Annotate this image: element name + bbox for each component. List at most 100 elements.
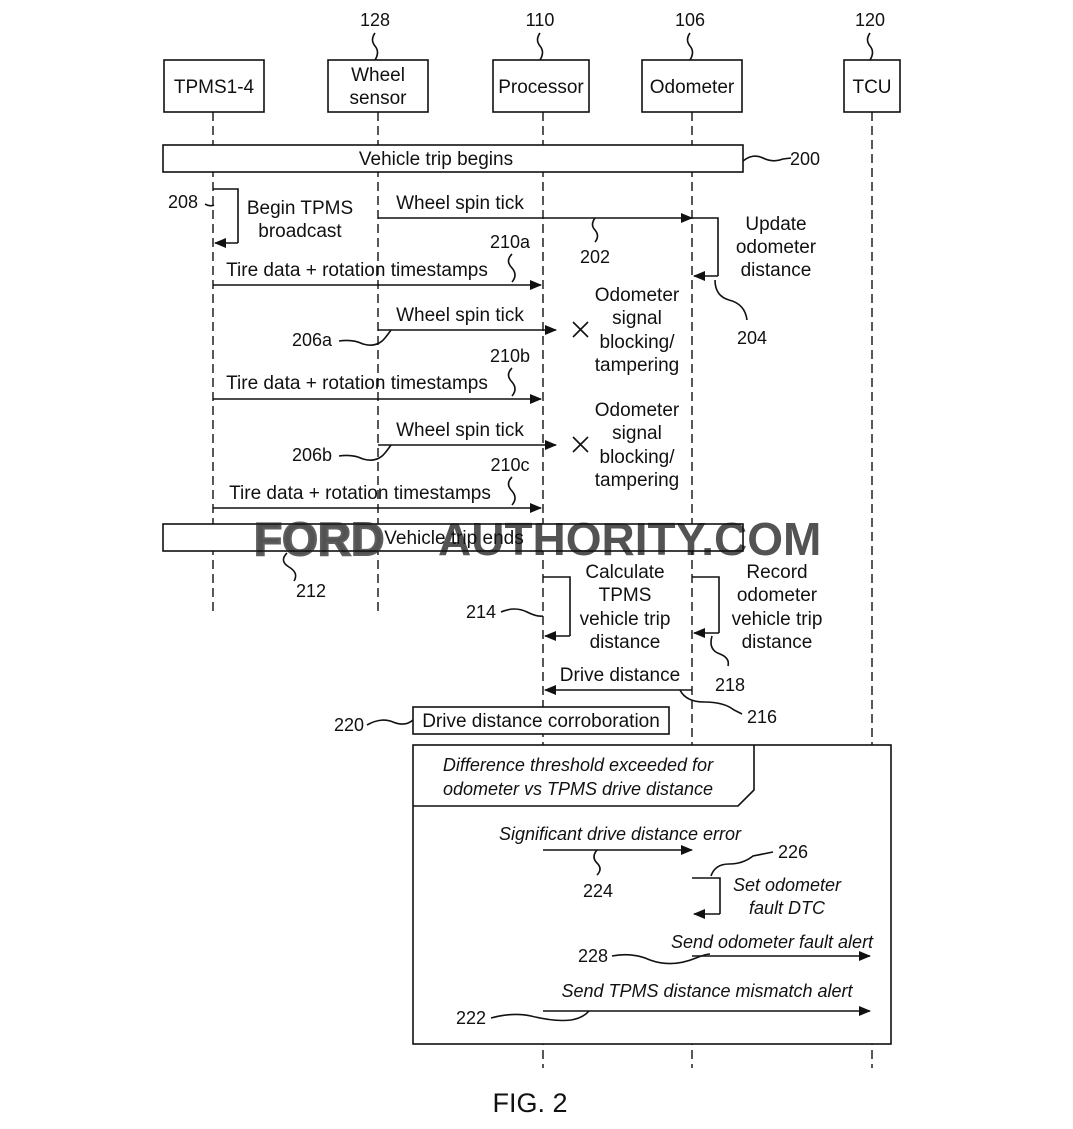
ref-label: 218 [715, 675, 745, 695]
self-action-label: TPMS [599, 585, 652, 606]
blocked-icon [572, 321, 589, 338]
ref-label: 204 [737, 328, 767, 348]
self-action-calc-tpms: Calculate TPMS vehicle trip distance 214 [466, 562, 670, 653]
figure-label: FIG. 2 [492, 1088, 567, 1118]
message-tick-1: Wheel spin tick 202 [378, 193, 693, 267]
message-label: Wheel spin tick [396, 305, 524, 326]
ref-label: 202 [580, 247, 610, 267]
participant-label: Wheel [351, 65, 405, 86]
participant-wheel-sensor: 128 Wheel sensor [327, 10, 429, 113]
message-label: Significant drive distance error [499, 824, 742, 844]
self-action-label: Record [746, 562, 807, 583]
frame-trip-ends: Vehicle trip ends 212 [162, 523, 744, 601]
ref-label: 216 [747, 707, 777, 727]
condition-block: Difference threshold exceeded for odomet… [412, 744, 892, 1045]
participant-processor: 110 Processor [492, 10, 590, 113]
message-drive-distance: Drive distance 216 [544, 665, 777, 727]
participant-odometer: 106 Odometer [641, 10, 743, 113]
ref-label: 206b [292, 445, 332, 465]
message-label: Tire data + rotation timestamps [226, 260, 488, 281]
participant-label: Odometer [650, 77, 735, 98]
condition-label: Difference threshold exceeded for [443, 755, 714, 775]
frame-ref: 200 [790, 149, 820, 169]
self-action-label: Update [745, 214, 806, 235]
self-action-label: vehicle trip [580, 609, 671, 630]
ref-label: 220 [334, 715, 364, 735]
self-action-label: Set odometer [733, 875, 842, 895]
frame-trip-begins: Vehicle trip begins 200 [162, 144, 820, 173]
participant-label: TCU [852, 77, 891, 98]
self-action-update-odometer: Update odometer distance 204 [692, 214, 817, 348]
message-label: Wheel spin tick [396, 420, 524, 441]
participant-ref: 128 [360, 10, 390, 30]
message-label: Send TPMS distance mismatch alert [561, 981, 853, 1001]
note-label: tampering [595, 355, 680, 376]
message-label: Wheel spin tick [396, 193, 524, 214]
self-action-label: odometer [736, 237, 817, 258]
ref-label: 206a [292, 330, 333, 350]
participant-label: TPMS1-4 [174, 77, 255, 98]
watermark-authority: AUTHORITY.COM [438, 513, 821, 565]
message-tire-data-1: 210a Tire data + rotation timestamps [213, 232, 542, 290]
message-label: Send odometer fault alert [671, 932, 874, 952]
note-label: Odometer [595, 285, 680, 306]
ref-label: 226 [778, 842, 808, 862]
ref-label: 228 [578, 946, 608, 966]
message-tire-data-3: 210c Tire data + rotation timestamps [213, 455, 542, 513]
ref-label: 208 [168, 192, 198, 212]
message-distance-error: Significant drive distance error 224 [499, 824, 742, 901]
participant-ref: 120 [855, 10, 885, 30]
blocked-icon [572, 436, 589, 453]
participant-ref: 110 [526, 10, 555, 30]
frame-ref: 212 [296, 581, 326, 601]
ref-label: 214 [466, 602, 496, 622]
ref-label: 222 [456, 1008, 486, 1028]
self-action-label: broadcast [258, 221, 342, 242]
message-odometer-alert: Send odometer fault alert 228 [578, 932, 874, 966]
note-label: blocking/ [600, 332, 676, 353]
ref-label: 224 [583, 881, 613, 901]
participant-label: sensor [349, 88, 407, 109]
self-action-label: fault DTC [749, 898, 826, 918]
self-action-label: distance [741, 260, 812, 281]
message-tick-2: Wheel spin tick 206a [292, 305, 589, 350]
watermark-ford: FORD [254, 513, 384, 565]
message-tire-data-2: 210b Tire data + rotation timestamps [213, 346, 542, 404]
self-action-label: Calculate [585, 562, 664, 583]
self-action-begin-tpms: 208 Begin TPMS broadcast [168, 188, 353, 248]
self-action-label: Begin TPMS [247, 198, 353, 219]
self-action-label: odometer [737, 585, 818, 606]
ref-label: 210b [490, 346, 530, 366]
note-label: blocking/ [600, 447, 676, 468]
ref-label: 210c [490, 455, 529, 475]
note-blocking-2: Odometer signal blocking/ tampering [595, 400, 680, 491]
corroboration-label: Drive distance corroboration [422, 711, 660, 732]
message-tpms-alert: Send TPMS distance mismatch alert 222 [456, 981, 871, 1028]
message-label: Tire data + rotation timestamps [226, 373, 488, 394]
note-blocking-1: Odometer signal blocking/ tampering [595, 285, 680, 376]
note-label: tampering [595, 470, 680, 491]
self-action-set-dtc: 226 Set odometer fault DTC [692, 842, 842, 919]
condition-label: odometer vs TPMS drive distance [443, 779, 713, 799]
participant-ref: 106 [675, 10, 705, 30]
note-label: signal [612, 423, 662, 444]
self-action-label: vehicle trip [732, 609, 823, 630]
ref-label: 210a [490, 232, 531, 252]
self-action-label: distance [742, 632, 813, 653]
corroboration: 220 Drive distance corroboration [334, 706, 670, 735]
message-label: Drive distance [560, 665, 680, 686]
message-label: Tire data + rotation timestamps [229, 483, 491, 504]
watermark: FORD AUTHORITY.COM [253, 512, 821, 566]
self-action-label: distance [590, 632, 661, 653]
frame-label: Vehicle trip begins [359, 149, 513, 170]
participant-label: Processor [498, 77, 584, 98]
note-label: Odometer [595, 400, 680, 421]
participant-tpms: TPMS1-4 [163, 59, 265, 113]
self-action-record-odometer: Record odometer vehicle trip distance 21… [692, 562, 822, 695]
message-tick-3: Wheel spin tick 206b [292, 420, 589, 465]
lifelines [212, 112, 873, 1068]
participant-tcu: 120 TCU [843, 10, 901, 113]
note-label: signal [612, 308, 662, 329]
frame-label: Vehicle trip ends [384, 528, 523, 549]
